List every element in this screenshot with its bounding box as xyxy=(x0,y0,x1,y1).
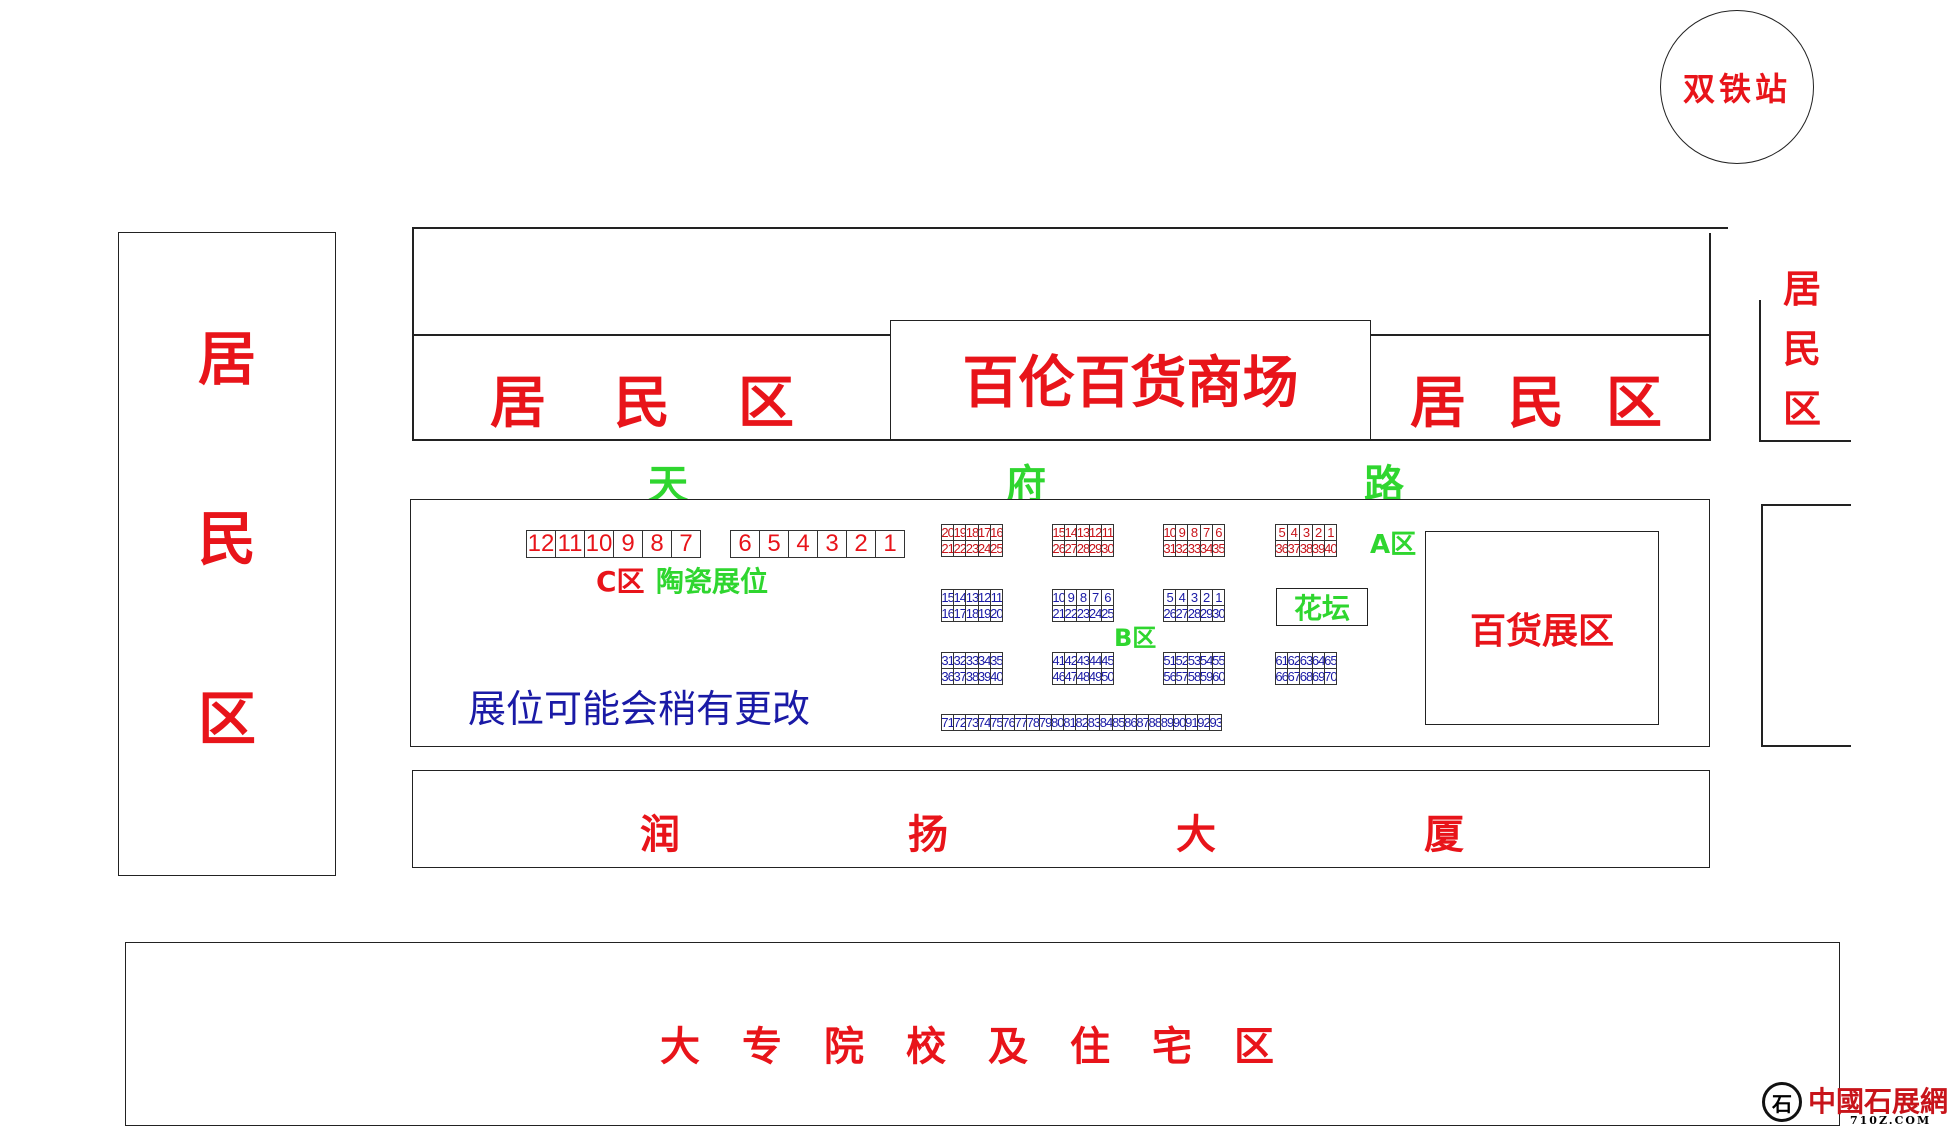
left-residential-label: 居 民 区 xyxy=(197,325,256,753)
department-store-exhibit: 百货展区 xyxy=(1425,531,1659,725)
station-label: 双铁站 xyxy=(1682,70,1791,108)
booth[interactable]: 7 xyxy=(671,530,701,558)
booth[interactable]: 6 xyxy=(730,530,760,558)
booth[interactable]: 10 xyxy=(584,530,614,558)
zone-a-label: A区 xyxy=(1370,530,1417,560)
flower-bed: 花坛 xyxy=(1276,588,1368,626)
ceramics-label: 陶瓷展位 xyxy=(656,565,769,598)
booth[interactable]: 40 xyxy=(1323,540,1337,557)
booth[interactable]: 55 xyxy=(1211,652,1225,669)
watermark-logo-icon: 石 xyxy=(1762,1082,1802,1122)
top-strip-border-top xyxy=(412,227,1728,229)
college-area xyxy=(125,942,1840,1126)
zone-c-label: C区 xyxy=(596,565,645,598)
mall-label: 百伦百货商场 xyxy=(962,351,1299,416)
watermark-name: 中國石展網 xyxy=(1808,1085,1949,1118)
booth[interactable]: 12 xyxy=(526,530,556,558)
right-block-border-top xyxy=(1761,504,1851,506)
college-area-label: 大 专 院 校 及 住 宅 区 xyxy=(660,1024,1274,1070)
booth[interactable]: 65 xyxy=(1323,652,1337,669)
booth[interactable]: 1 xyxy=(1323,524,1337,541)
booth[interactable]: 6 xyxy=(1211,524,1225,541)
booth[interactable]: 5 xyxy=(759,530,789,558)
booth[interactable]: 35 xyxy=(1211,540,1225,557)
flower-bed-label: 花坛 xyxy=(1293,592,1350,625)
ceramics-booths-right: 6 5 4 3 2 1 xyxy=(730,530,905,558)
top-residential-left-label: 居 民 区 xyxy=(490,371,794,436)
watermark-url: 710Z.COM xyxy=(1850,1114,1932,1127)
booth[interactable]: 11 xyxy=(989,589,1003,606)
right-block-border-left xyxy=(1761,504,1763,747)
booth[interactable]: 8 xyxy=(642,530,672,558)
right-residential-border-bottom xyxy=(1759,440,1851,442)
booth[interactable]: 6 xyxy=(1100,589,1114,606)
station-marker: 双铁站 xyxy=(1660,10,1814,164)
runyang-building-label: 润 扬 大 厦 xyxy=(640,812,1464,858)
booth[interactable]: 11 xyxy=(1100,524,1114,541)
booth[interactable]: 40 xyxy=(989,668,1003,685)
department-store-exhibit-label: 百货展区 xyxy=(1469,611,1614,652)
booth[interactable]: 93 xyxy=(1209,714,1223,731)
booth[interactable]: 11 xyxy=(555,530,585,558)
booth[interactable]: 70 xyxy=(1323,668,1337,685)
left-residential-block xyxy=(118,232,336,876)
mall-block xyxy=(890,320,1371,440)
booth[interactable]: 25 xyxy=(1100,605,1114,622)
watermark: 石 中國石展網 710Z.COM xyxy=(1762,1080,1952,1130)
booth[interactable]: 1 xyxy=(1211,589,1225,606)
booth[interactable]: 25 xyxy=(989,540,1003,557)
right-residential-border-left xyxy=(1759,300,1761,442)
notice-text: 展位可能会稍有更改 xyxy=(468,687,811,731)
booth[interactable]: 35 xyxy=(989,652,1003,669)
booth[interactable]: 60 xyxy=(1211,668,1225,685)
booth[interactable]: 1 xyxy=(875,530,905,558)
booth[interactable]: 2 xyxy=(846,530,876,558)
right-residential-label: 居 民 区 xyxy=(1782,267,1821,431)
booth[interactable]: 3 xyxy=(817,530,847,558)
booth[interactable]: 45 xyxy=(1100,652,1114,669)
right-block-border-bottom xyxy=(1761,745,1851,747)
runyang-building xyxy=(412,770,1710,868)
top-residential-right-label: 居 民 区 xyxy=(1410,371,1662,436)
booth[interactable]: 30 xyxy=(1211,605,1225,622)
booth[interactable]: 16 xyxy=(989,524,1003,541)
booth[interactable]: 20 xyxy=(989,605,1003,622)
booth[interactable]: 9 xyxy=(613,530,643,558)
booth[interactable]: 30 xyxy=(1100,540,1114,557)
top-strip-border-right xyxy=(1709,233,1711,441)
booth[interactable]: 50 xyxy=(1100,668,1114,685)
booth[interactable]: 4 xyxy=(788,530,818,558)
zone-b-label: B区 xyxy=(1114,624,1157,652)
ceramics-booths-left: 12 11 10 9 8 7 xyxy=(526,530,701,558)
